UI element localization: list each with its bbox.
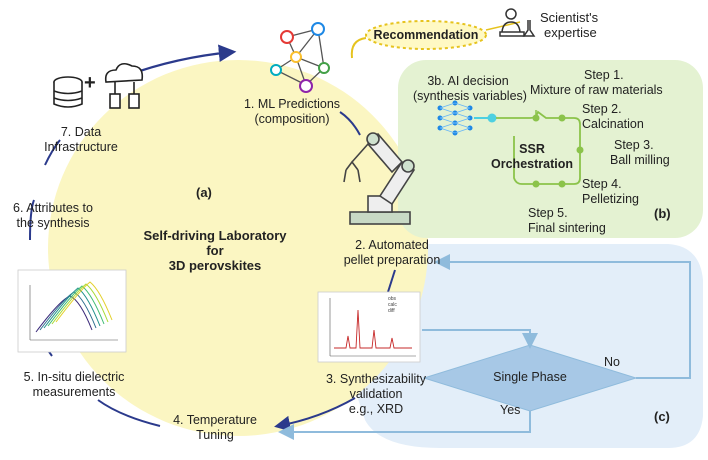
ml-line2: (composition) [254,112,330,126]
step-3: Step 3. Ball milling [610,138,670,168]
cycle-arc-bottom-left [97,399,161,427]
cycle-arc-down [387,269,396,293]
ai-decision-line2: (synthesis variables) [413,89,527,103]
pipeline-start-node [487,113,497,123]
temp-line2: Tuning [196,428,234,442]
node-attributes: 6. Attributes to the synthesis [0,201,106,231]
xrd-legend-obs: obs [388,296,397,302]
pellet-line2: pellet preparation [343,253,441,267]
data-infra-line2: Infrastructure [44,140,118,154]
panel-c-label: (c) [654,409,670,424]
step4-node [558,180,566,188]
xrd-legend: obs calc diff [388,296,397,314]
step-5: Step 5. Final sintering [528,206,606,236]
center-line3: 3D perovskites [168,258,262,273]
temp-line1: 4. Temperature [173,413,257,427]
ml-line1: 1. ML Predictions [243,97,341,111]
step1-node [532,114,540,122]
decision-yes-label: Yes [500,403,521,417]
synth-line1: 3. Synthesizability [325,372,427,386]
panel-b-label: (b) [654,206,671,221]
synth-line2: validation [349,387,403,401]
node-ml-predictions: 1. ML Predictions (composition) [222,97,362,127]
scientist-expertise-label: Scientist's expertise [540,10,598,40]
xrd-legend-calc: calc [388,302,397,308]
node-temperature: 4. Temperature Tuning [160,413,270,443]
recommendation-label: Recommendation [373,28,479,42]
recommendation-ellipse [365,20,487,50]
node-synthesizability: 3. Synthesizability validation e.g., XRD [318,372,434,417]
step-5-desc: Final sintering [528,221,606,235]
step3-node [576,146,584,154]
xrd-legend-diff: diff [388,308,395,314]
center-line2: for [206,243,224,258]
panel-a-label: (a) [196,185,212,200]
node-automated-pellet: 2. Automated pellet preparation [322,238,462,268]
pellet-line1: 2. Automated [355,238,429,252]
ai-decision-label: 3b. AI decision (synthesis variables) [413,74,527,104]
ssr-orchestration-label: SSR Orchestration [490,142,574,172]
step-4-title: Step 4. [582,177,622,191]
step-5-title: Step 5. [528,206,568,220]
step-4: Step 4. Pelletizing [582,177,639,207]
attributes-line2: the synthesis [16,216,90,230]
no-branch-arrow [598,261,691,379]
plus-sign: + [84,72,96,94]
ai-neural-icon [437,100,473,136]
center-title: Self-driving Laboratory for 3D perovskit… [130,228,300,273]
yes-branch-arrow [278,411,531,440]
attributes-line1: 6. Attributes to [13,201,93,215]
step-3-desc: Ball milling [610,153,670,167]
ssr-line1: SSR [519,142,545,156]
step-2-desc: Calcination [582,117,644,131]
node-data-infrastructure: 7. Data Infrastructure [16,125,146,155]
xrd-to-decision-arrow [422,329,538,349]
center-line1: Self-driving Laboratory [143,228,287,243]
step5-node [532,180,540,188]
dielectric-line1: 5. In-situ dielectric [23,370,125,384]
panel-b-background [398,60,703,238]
xrd-plot-thumbnail [317,291,421,363]
synth-line3: e.g., XRD [348,402,404,416]
scientist-line2: expertise [544,25,597,40]
step-3-title: Step 3. [614,138,654,152]
scientist-line1: Scientist's [540,10,599,25]
ai-decision-line1: 3b. AI decision [427,74,509,88]
step-2-title: Step 2. [582,102,622,116]
step2-node [558,114,566,122]
step-1-desc: Mixture of raw materials [530,83,663,97]
decision-label: Single Phase [493,370,567,384]
node-dielectric: 5. In-situ dielectric measurements [12,370,136,400]
cycle-arc-left-mid [29,199,35,241]
scientist-icon [499,8,536,37]
decision-no-label: No [604,355,620,369]
step-1: Step 1. Mixture of raw materials [530,68,663,98]
step-4-desc: Pelletizing [582,192,639,206]
cycle-arc-left-high [44,139,61,166]
dielectric-line2: measurements [32,385,116,399]
ml-network-icon [270,22,330,93]
data-infra-line1: 7. Data [60,125,102,139]
step-2: Step 2. Calcination [582,102,644,132]
robot-arm-icon [343,132,416,225]
dielectric-plot-thumbnail [17,269,127,353]
ssr-line2: Orchestration [491,157,573,171]
recommendation-arrow [350,37,367,59]
data-infrastructure-icon [53,62,144,109]
step-1-title: Step 1. [584,68,624,82]
cycle-arc-right [339,111,361,136]
